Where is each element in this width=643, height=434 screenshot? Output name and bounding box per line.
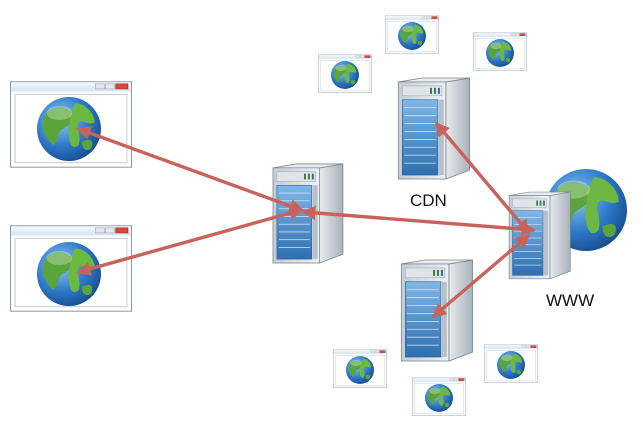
small-browser-top-1 xyxy=(318,54,372,93)
www-label: WWW xyxy=(546,291,594,310)
cdn-server-top-icon xyxy=(397,77,471,180)
small-browser-top-2 xyxy=(385,15,439,54)
globe-icon xyxy=(398,22,426,50)
small-browser-bottom-2 xyxy=(412,377,466,416)
globe-icon xyxy=(486,39,514,67)
client-browser-top xyxy=(10,81,132,168)
globe-icon xyxy=(497,351,525,379)
globe-icon xyxy=(346,356,374,384)
globe-icon xyxy=(331,61,359,89)
link-client-bottom-edge xyxy=(76,206,304,276)
link-cdn-bottom-origin xyxy=(431,234,531,318)
link-cdn-top-origin xyxy=(435,121,530,235)
cdn-label: CDN xyxy=(410,191,447,210)
small-browser-bottom-1 xyxy=(333,349,387,388)
globe-icon xyxy=(37,242,101,306)
globe-icon xyxy=(425,384,453,412)
cdn-server-bottom-icon xyxy=(400,259,474,362)
small-browser-bottom-3 xyxy=(484,344,538,383)
globe-icon xyxy=(37,97,101,161)
origin-server-icon xyxy=(508,191,571,280)
client-browser-bottom xyxy=(10,225,132,312)
link-client-top-edge xyxy=(76,126,304,213)
small-browser-top-3 xyxy=(473,32,527,71)
